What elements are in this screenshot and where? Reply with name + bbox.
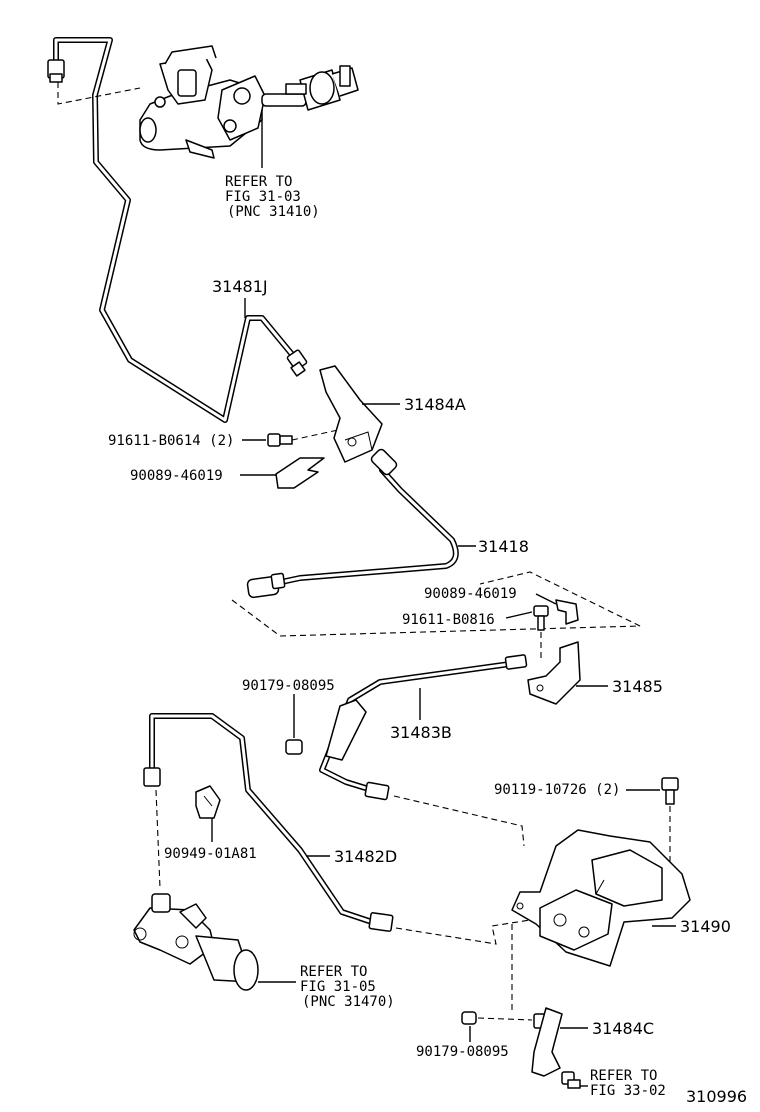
ref-bracket-line2: FIG 33-02 — [590, 1083, 666, 1099]
ref-release-line3: (PNC 31470) — [302, 994, 395, 1010]
label-31418: 31418 — [478, 537, 529, 556]
transmission-case-31490 — [511, 829, 691, 967]
clutch-master-cylinder — [139, 45, 359, 168]
bolt-fig-33-02 — [561, 1071, 581, 1089]
clip-90089-46019-upper — [275, 457, 325, 489]
label-90179-08095-upper: 90179-08095 — [242, 678, 335, 694]
label-90179-08095-lower: 90179-08095 — [416, 1044, 509, 1060]
bolt-90119-10726 — [661, 777, 679, 805]
bracket-31484C — [531, 1007, 563, 1077]
label-31483B: 31483B — [390, 723, 452, 742]
bolt-91611-B0816 — [533, 605, 549, 631]
label-31485: 31485 — [612, 677, 663, 696]
label-90119-10726: 90119-10726 (2) — [494, 782, 620, 798]
figure-number: 310996 — [686, 1087, 747, 1106]
clutch-line-31483B — [319, 654, 528, 801]
label-31484A: 31484A — [404, 395, 466, 414]
label-31482D: 31482D — [334, 847, 397, 866]
clutch-line-31481J — [47, 37, 308, 423]
ref-release-line1: REFER TO — [300, 964, 367, 980]
nut-90179-08095-upper — [285, 739, 303, 755]
label-91611-B0816: 91611-B0816 — [402, 612, 495, 628]
clutch-line-31482D — [143, 713, 394, 932]
label-31481J: 31481J — [212, 277, 268, 296]
label-90089-46019-lower: 90089-46019 — [424, 586, 517, 602]
ref-bracket-line1: REFER TO — [590, 1068, 657, 1084]
bracket-31484A — [319, 365, 383, 463]
bolt-91611-B0614 — [267, 433, 293, 447]
flexible-hose-31418 — [246, 448, 459, 599]
clip-90089-46019-lower — [555, 599, 579, 625]
bracket-31485 — [527, 641, 581, 705]
ref-master-line3: (PNC 31410) — [227, 204, 320, 220]
label-91611-B0614: 91611-B0614 (2) — [108, 433, 234, 449]
ref-master-line2: FIG 31-03 — [225, 189, 301, 205]
clutch-release-cylinder — [133, 893, 259, 991]
clip-90949-01A81 — [195, 785, 221, 819]
label-90949-01A81: 90949-01A81 — [164, 846, 257, 862]
label-31490: 31490 — [680, 917, 731, 936]
label-90089-46019-upper: 90089-46019 — [130, 468, 223, 484]
label-31484C: 31484C — [592, 1019, 654, 1038]
ref-master-line1: REFER TO — [225, 174, 292, 190]
nut-90179-08095-lower — [461, 1011, 477, 1025]
ref-release-line2: FIG 31-05 — [300, 979, 376, 995]
